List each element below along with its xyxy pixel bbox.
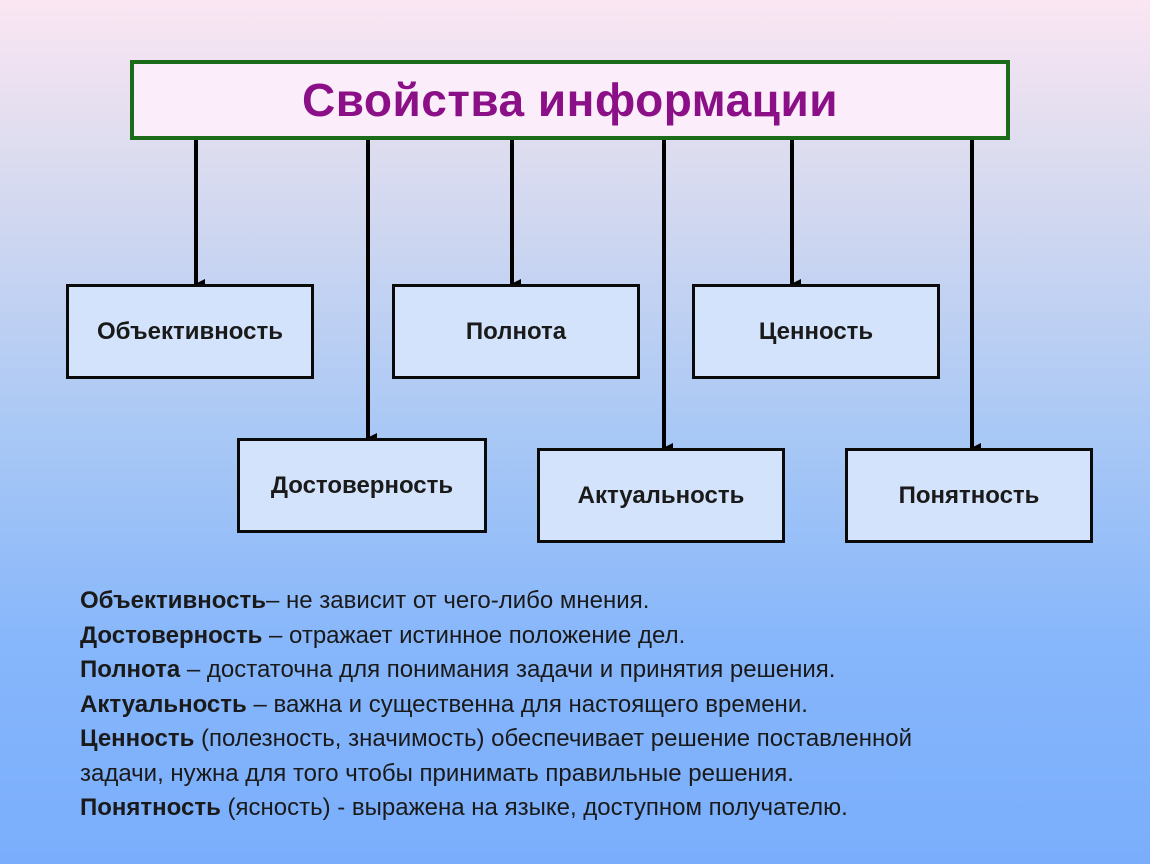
node-objectivity: Объективность bbox=[66, 284, 314, 379]
node-label: Объективность bbox=[97, 317, 283, 345]
definition-line: Ценность (полезность, значимость) обеспе… bbox=[80, 722, 1120, 757]
title-box: Свойства информации bbox=[130, 60, 1010, 140]
node-completeness: Полнота bbox=[392, 284, 640, 379]
definition-term: Объективность bbox=[80, 587, 266, 614]
definition-line: Полнота – достаточна для понимания задач… bbox=[80, 653, 1120, 688]
definition-text: (ясность) - выражена на языке, доступном… bbox=[220, 794, 848, 821]
definition-text: – отражает истинное положение дел. bbox=[262, 621, 686, 649]
node-label: Полнота bbox=[465, 317, 567, 345]
node-label: Понятность bbox=[898, 481, 1040, 509]
definition-text: – важна и существенна для настоящего вре… bbox=[246, 690, 808, 718]
definition-term: Ценность bbox=[80, 725, 195, 752]
definition-text: – не зависит от чего-либо мнения. bbox=[266, 587, 650, 614]
node-relevance: Актуальность bbox=[537, 448, 785, 543]
definition-line: Понятность (ясность) - выражена на языке… bbox=[80, 791, 1120, 826]
definition-term: Достоверность bbox=[80, 621, 263, 649]
definition-text: (полезность, значимость) обеспечивает ре… bbox=[194, 725, 912, 752]
node-clarity: Понятность bbox=[845, 448, 1093, 543]
definition-term: Полнота bbox=[80, 656, 181, 683]
node-label: Ценность bbox=[758, 317, 874, 345]
node-label: Достоверность bbox=[270, 471, 454, 499]
definition-line: Достоверность – отражает истинное положе… bbox=[80, 619, 1120, 654]
definition-line: задачи, нужна для того чтобы принимать п… bbox=[80, 757, 1120, 792]
definition-text: задачи, нужна для того чтобы принимать п… bbox=[80, 759, 794, 787]
definition-line: Актуальность – важна и существенна для н… bbox=[80, 688, 1120, 723]
definition-term: Актуальность bbox=[80, 690, 247, 718]
definition-term: Понятность bbox=[80, 794, 221, 821]
definitions-list: Объективность– не зависит от чего-либо м… bbox=[80, 584, 1120, 826]
node-label: Актуальность bbox=[577, 481, 745, 509]
node-value: Ценность bbox=[692, 284, 940, 379]
node-reliability: Достоверность bbox=[237, 438, 487, 533]
diagram-title: Свойства информации bbox=[301, 74, 839, 126]
definition-line: Объективность– не зависит от чего-либо м… bbox=[80, 584, 1120, 619]
definition-text: – достаточна для понимания задачи и прин… bbox=[180, 656, 836, 683]
